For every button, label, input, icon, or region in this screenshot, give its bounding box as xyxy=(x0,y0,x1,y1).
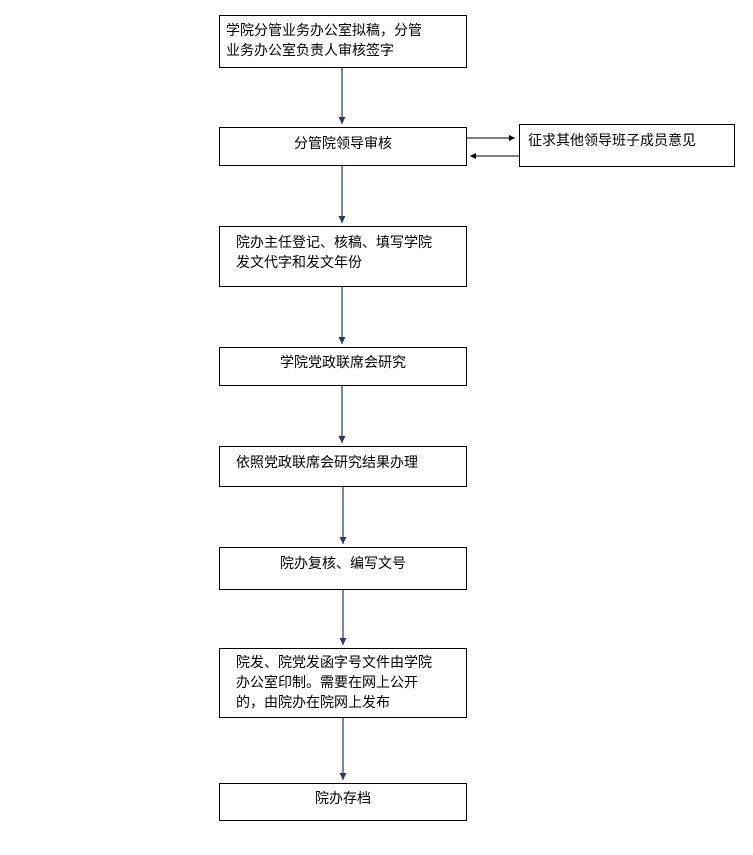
step-8-text: 院办存档 xyxy=(315,791,371,807)
step-6-recheck-number: 院办复核、编写文号 xyxy=(219,547,467,590)
step-4-text: 学院党政联席会研究 xyxy=(280,355,406,371)
step-3-text: 院办主任登记、核稿、填写学院 发文代字和发文年份 xyxy=(236,235,432,271)
step-3-register: 院办主任登记、核稿、填写学院 发文代字和发文年份 xyxy=(219,226,467,287)
side-step-text: 征求其他领导班子成员意见 xyxy=(528,133,696,149)
step-5-text: 依照党政联席会研究结果办理 xyxy=(236,455,418,471)
step-8-archive: 院办存档 xyxy=(219,783,467,821)
step-1-draft: 学院分管业务办公室拟稿，分管 业务办公室负责人审核签字 xyxy=(219,15,467,68)
side-step-consult: 征求其他领导班子成员意见 xyxy=(519,124,735,167)
step-2-text: 分管院领导审核 xyxy=(294,136,392,152)
step-6-text: 院办复核、编写文号 xyxy=(280,556,406,572)
step-5-handle-result: 依照党政联席会研究结果办理 xyxy=(219,446,467,487)
step-7-text: 院发、院党发函字号文件由学院 办公室印制。需要在网上公开 的，由院办在院网上发布 xyxy=(236,655,432,711)
step-7-print-publish: 院发、院党发函字号文件由学院 办公室印制。需要在网上公开 的，由院办在院网上发布 xyxy=(219,648,467,718)
step-4-joint-meeting: 学院党政联席会研究 xyxy=(219,347,467,386)
step-1-text: 学院分管业务办公室拟稿，分管 业务办公室负责人审核签字 xyxy=(226,23,422,59)
step-2-leader-review: 分管院领导审核 xyxy=(219,127,467,166)
